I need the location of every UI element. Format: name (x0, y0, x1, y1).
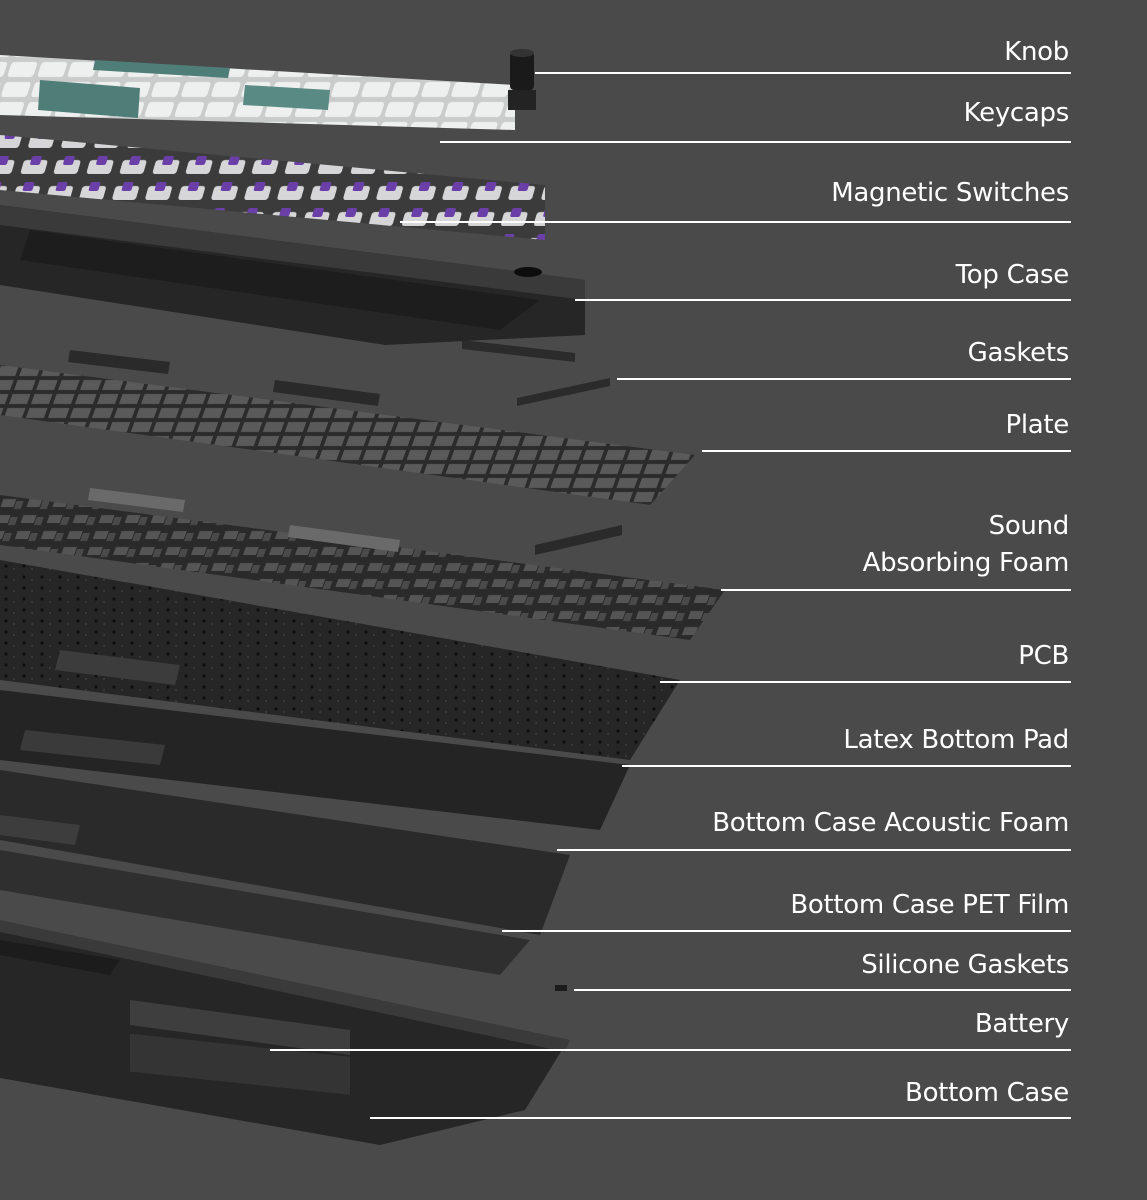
label-magnetic-switches: Magnetic Switches (831, 178, 1069, 208)
label-keycaps: Keycaps (963, 98, 1070, 128)
sound-absorbing-foam-part (0, 488, 725, 640)
label-knob: Knob (1004, 37, 1069, 67)
label-bottom-case: Bottom Case (905, 1078, 1069, 1108)
knob-part (508, 49, 536, 110)
label-plate: Plate (1005, 410, 1069, 440)
gaskets-part (462, 340, 610, 406)
plate-part (0, 350, 695, 505)
label-top-case: Top Case (955, 260, 1070, 290)
latex-bottom-pad-part (0, 690, 630, 830)
label-pcb: PCB (1018, 641, 1069, 671)
bottom-case-acoustic-foam-part (0, 770, 570, 935)
magnetic-switches-part (0, 135, 545, 240)
label-sound-absorbing-foam: Sound Absorbing Foam (862, 511, 1070, 578)
bottom-case-pet-film-part (0, 850, 530, 975)
leader-lines (270, 72, 1071, 1119)
label-latex-bottom-pad: Latex Bottom Pad (843, 725, 1069, 755)
pcb-part (0, 560, 680, 760)
label-silicone-gaskets: Silicone Gaskets (861, 950, 1069, 980)
label-battery: Battery (974, 1009, 1069, 1039)
keycaps-part (0, 55, 515, 130)
label-bottom-case-acoustic-foam: Bottom Case Acoustic Foam (712, 808, 1069, 838)
top-case-part (0, 205, 585, 345)
label-bottom-case-pet-film: Bottom Case PET Film (790, 890, 1069, 920)
battery-part (130, 985, 567, 1055)
label-gaskets: Gaskets (967, 338, 1070, 368)
